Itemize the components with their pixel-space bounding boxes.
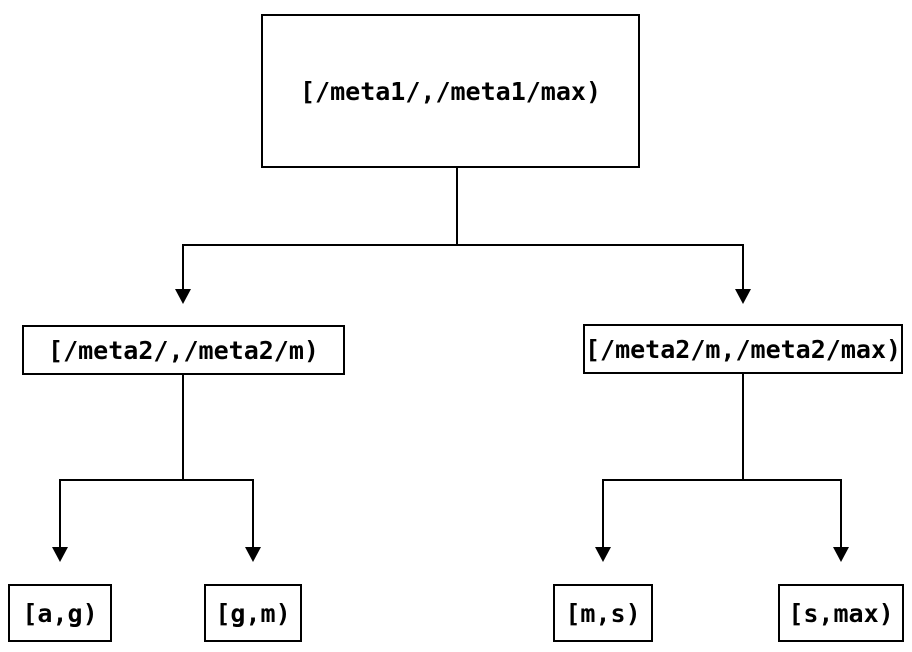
node-leaf-m-s: [m,s) [553, 584, 653, 642]
connector-line-tier1-bar [182, 244, 744, 246]
node-root-meta1-range: [/meta1/,/meta1/max) [261, 14, 640, 168]
connector-line-left-stem [182, 375, 184, 481]
node-right-meta2-range: [/meta2/m,/meta2/max) [583, 324, 903, 374]
connector-line-left-bar [59, 479, 254, 481]
node-leaf-s-max: [s,max) [778, 584, 904, 642]
connector-line-right-bar [602, 479, 842, 481]
connector-line-right-to-leaf-smax [840, 479, 842, 547]
arrow-down-icon [833, 547, 849, 562]
node-leaf-a-g: [a,g) [8, 584, 112, 642]
node-left-meta2-range: [/meta2/,/meta2/m) [22, 325, 345, 375]
connector-line-left-to-leaf-gm [252, 479, 254, 547]
arrow-down-icon [595, 547, 611, 562]
arrow-down-icon [735, 289, 751, 304]
arrow-down-icon [52, 547, 68, 562]
arrow-down-icon [245, 547, 261, 562]
arrow-down-icon [175, 289, 191, 304]
connector-line-root-to-left [182, 244, 184, 290]
connector-line-root-to-right [742, 244, 744, 290]
connector-line-root-stem [456, 168, 458, 246]
connector-line-left-to-leaf-ag [59, 479, 61, 547]
connector-line-right-to-leaf-ms [602, 479, 604, 547]
node-leaf-g-m: [g,m) [204, 584, 302, 642]
connector-line-right-stem [742, 374, 744, 481]
